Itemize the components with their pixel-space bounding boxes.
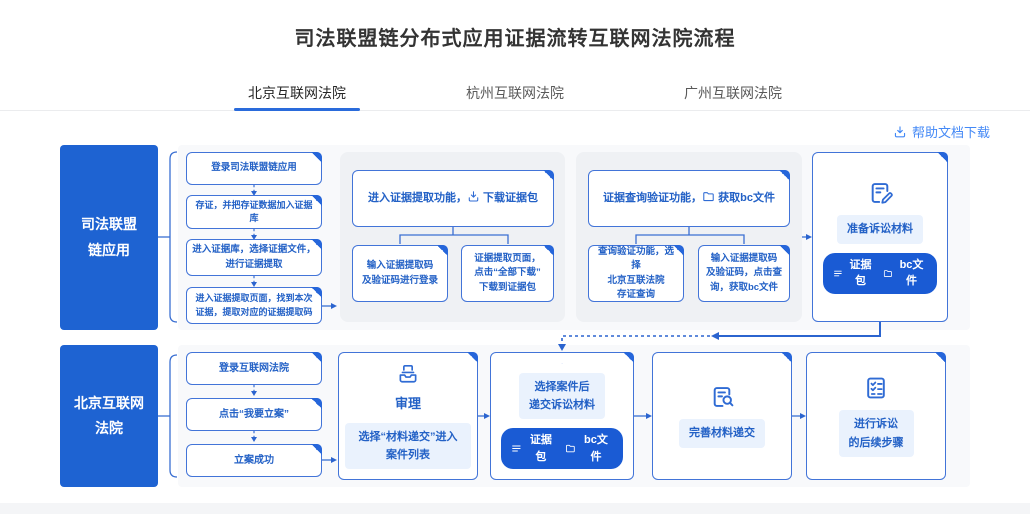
help-doc-download-label: 帮助文档下载 — [911, 125, 990, 140]
step-login-internet-court: 登录互联网法院 — [186, 352, 322, 385]
followup-label: 进行诉讼的后续步骤 — [838, 410, 914, 457]
tab-guangzhou-internet-court[interactable]: 广州互联网法院 — [684, 84, 782, 110]
inbox-doc-icon — [395, 363, 421, 385]
badge-bc-file: bc文件 — [565, 432, 613, 465]
badge-evidence-package: 证据包 — [833, 257, 875, 290]
tab-beijing-internet-court[interactable]: 北京互联网法院 — [234, 84, 360, 111]
help-doc-download-link[interactable]: 帮助文档下载 — [893, 122, 990, 141]
step-get-extraction-code: 进入证据提取页面，找到本次证据，提取对应的证据提取码 — [186, 287, 322, 324]
folded-corner — [937, 152, 948, 163]
step-case-filed-success: 立案成功 — [186, 444, 322, 477]
node-text: 查询验证功能，选择北京互联法院存证查询 — [597, 246, 674, 300]
node-perfect-material-submit: 完善材料递交 — [652, 352, 792, 480]
perfect-material-label: 完善材料递交 — [679, 419, 765, 448]
lane2-label-text: 北京互联网法院 — [74, 394, 144, 436]
trial-desc: 选择“材料递交”进入案件列表 — [345, 422, 471, 469]
list-icon — [833, 268, 843, 279]
lane2-bracket — [158, 354, 178, 478]
node-text: 证据查询验证功能， 获取bc文件 — [603, 190, 775, 205]
node-prepare-litigation-material: 准备诉讼材料 证据包 bc文件 — [812, 152, 948, 322]
node-text: 输入证据提取码及验证码进行登录 — [361, 260, 438, 286]
edit-doc-icon — [867, 180, 893, 206]
folder-icon — [883, 268, 893, 279]
lane1-bracket — [158, 151, 178, 323]
step-text: 点击“我要立案” — [219, 409, 289, 420]
folded-corner — [311, 152, 322, 163]
step-text: 登录司法联盟链应用 — [211, 162, 297, 174]
folded-corner — [467, 352, 478, 363]
step-click-file-case: 点击“我要立案” — [186, 398, 322, 431]
node-text: 证据提取页面，点击“全部下载”下载到证据包 — [474, 253, 541, 293]
folded-corner — [543, 170, 554, 181]
node-text: 输入证据提取码及验证码，点击查询，获取bc文件 — [705, 253, 782, 293]
download-icon — [467, 190, 480, 203]
folded-corner — [311, 352, 322, 363]
step-text: 登录互联网法院 — [219, 363, 289, 374]
folded-corner — [437, 245, 448, 256]
tab-label: 北京互联网法院 — [248, 85, 346, 101]
node-extraction-function: 进入证据提取功能， 下载证据包 — [352, 170, 554, 227]
node-query-verify-function: 证据查询验证功能， 获取bc文件 — [588, 170, 790, 227]
folded-corner — [311, 239, 322, 250]
badge-evidence-package: 证据包 — [511, 432, 557, 465]
tab-label: 广州互联网法院 — [684, 85, 782, 101]
folded-corner — [311, 287, 322, 298]
folded-corner — [779, 245, 790, 256]
node-query-get-bc-file: 输入证据提取码及验证码，点击查询，获取bc文件 — [698, 245, 790, 302]
edit-doc-icon — [549, 363, 575, 364]
node-litigation-followup: 进行诉讼的后续步骤 — [806, 352, 946, 480]
folded-corner — [311, 398, 322, 409]
node-select-beijing-deposit-query: 查询验证功能，选择北京互联法院存证查询 — [588, 245, 684, 302]
node-trial: 审理 选择“材料递交”进入案件列表 — [338, 352, 478, 480]
lane2-label: 北京互联网法院 — [60, 345, 158, 487]
evidence-package-badge: 证据包 bc文件 — [823, 252, 937, 294]
doc-search-icon — [709, 384, 735, 410]
tab-hangzhou-internet-court[interactable]: 杭州互联网法院 — [466, 84, 564, 110]
badge-bc-file: bc文件 — [883, 257, 927, 290]
step-login-chain-app: 登录司法联盟链应用 — [186, 152, 322, 185]
node-input-extraction-code-login: 输入证据提取码及验证码进行登录 — [352, 245, 448, 302]
node-download-all-package: 证据提取页面，点击“全部下载”下载到证据包 — [461, 245, 554, 302]
folded-corner — [311, 444, 322, 455]
lane1-label-text: 司法联盟链应用 — [81, 216, 137, 258]
folded-corner — [543, 245, 554, 256]
folded-corner — [623, 352, 634, 363]
footer-strip — [0, 503, 1030, 514]
folder-icon — [565, 443, 576, 454]
node-text: 进入证据提取功能， 下载证据包 — [367, 190, 539, 205]
step-text: 存证，并把存证数据加入证据库 — [195, 199, 313, 224]
lane1-label: 司法联盟链应用 — [60, 145, 158, 330]
step-text: 立案成功 — [234, 455, 274, 466]
step-text: 进入证据提取页面，找到本次证据，提取对应的证据提取码 — [195, 293, 313, 317]
checklist-icon — [863, 375, 889, 401]
prepare-material-label: 准备诉讼材料 — [837, 215, 923, 244]
step-deposit-evidence: 存证，并把存证数据加入证据库 — [186, 195, 322, 229]
node-submit-litigation-material: 选择案件后递交诉讼材料 证据包 bc文件 — [490, 352, 634, 480]
court-tab-bar: 北京互联网法院 杭州互联网法院 广州互联网法院 — [0, 84, 1030, 111]
download-icon — [893, 125, 907, 139]
folded-corner — [779, 170, 790, 181]
folded-corner — [311, 195, 322, 206]
step-enter-evidence-library: 进入证据库，选择证据文件，进行证据提取 — [186, 239, 322, 276]
folded-corner — [781, 352, 792, 363]
active-tab-underline — [234, 108, 360, 111]
trial-title: 审理 — [394, 396, 421, 412]
folded-corner — [935, 352, 946, 363]
tab-label: 杭州互联网法院 — [466, 85, 564, 101]
submit-material-label: 选择案件后递交诉讼材料 — [519, 372, 605, 419]
step-text: 进入证据库，选择证据文件，进行证据提取 — [192, 244, 316, 270]
list-icon — [511, 443, 522, 454]
page-title: 司法联盟链分布式应用证据流转互联网法院流程 — [294, 28, 736, 50]
folded-corner — [673, 245, 684, 256]
folder-icon — [702, 190, 715, 203]
evidence-package-badge: 证据包 bc文件 — [501, 428, 623, 469]
